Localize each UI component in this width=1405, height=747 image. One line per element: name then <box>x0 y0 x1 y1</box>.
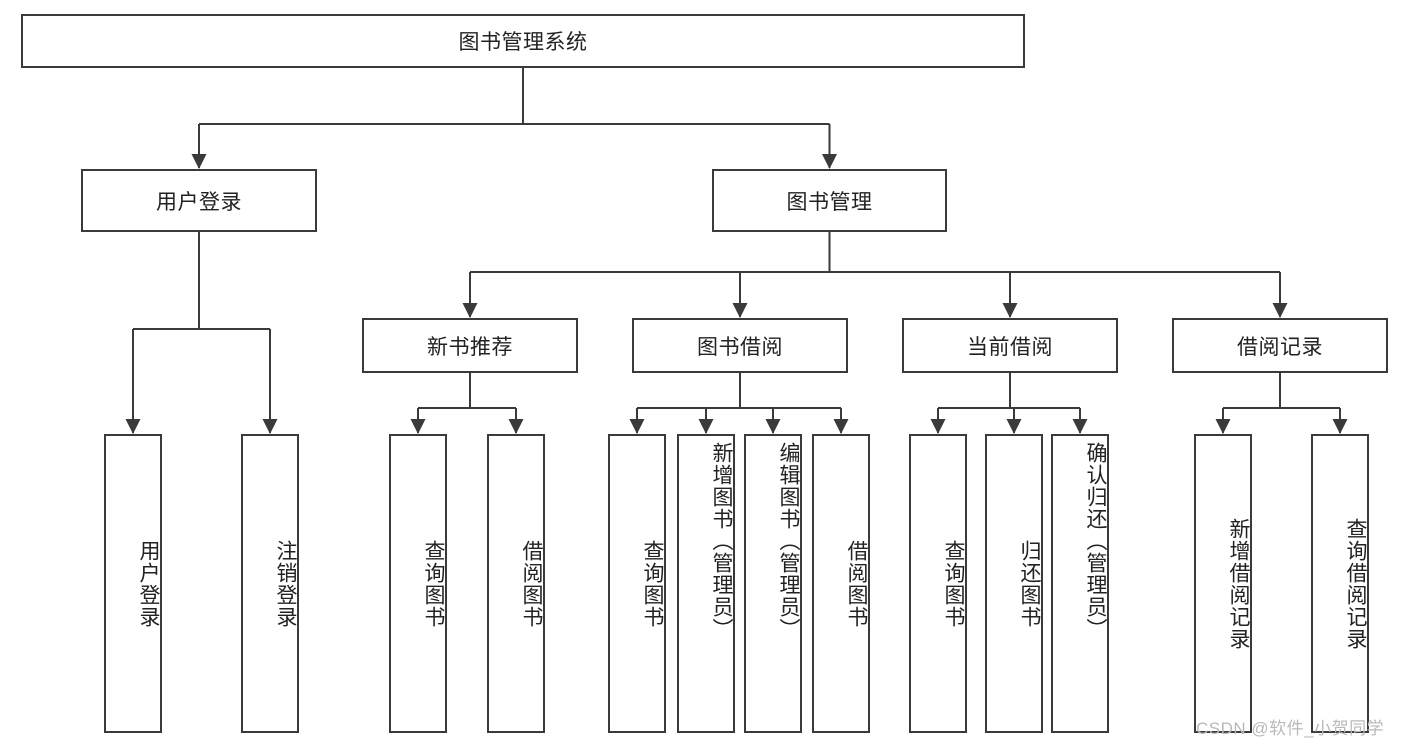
node-root[interactable]: 图书管理系统 <box>21 14 1025 68</box>
node-leaf-query-book-2[interactable]: 查询图书 <box>608 434 666 733</box>
node-book-manage[interactable]: 图书管理 <box>712 169 947 232</box>
node-leaf-user-login[interactable]: 用户登录 <box>104 434 162 733</box>
node-label: 新书推荐 <box>427 335 513 359</box>
node-leaf-confirm-return[interactable]: 确认归还（管理员） <box>1051 434 1109 733</box>
node-label: 编辑图书（管理员） <box>777 442 800 640</box>
node-borrow-record[interactable]: 借阅记录 <box>1172 318 1388 373</box>
node-label: 确认归还（管理员） <box>1084 442 1107 640</box>
node-new-book-rec[interactable]: 新书推荐 <box>362 318 578 373</box>
node-leaf-borrow-book-1[interactable]: 借阅图书 <box>487 434 545 733</box>
node-leaf-query-record[interactable]: 查询借阅记录 <box>1311 434 1369 733</box>
node-label: 查询图书 <box>422 539 445 628</box>
node-leaf-add-book[interactable]: 新增图书（管理员） <box>677 434 735 733</box>
node-label: 查询图书 <box>641 539 664 628</box>
node-label: 查询借阅记录 <box>1344 517 1367 650</box>
node-leaf-return-book[interactable]: 归还图书 <box>985 434 1043 733</box>
node-leaf-query-book-3[interactable]: 查询图书 <box>909 434 967 733</box>
node-label: 归还图书 <box>1018 539 1041 628</box>
node-label: 图书管理系统 <box>458 31 588 54</box>
node-current-borrow[interactable]: 当前借阅 <box>902 318 1118 373</box>
node-leaf-query-book-1[interactable]: 查询图书 <box>389 434 447 733</box>
node-leaf-add-record[interactable]: 新增借阅记录 <box>1194 434 1252 733</box>
node-label: 当前借阅 <box>967 335 1053 359</box>
node-label: 图书管理 <box>786 190 873 214</box>
node-label: 用户登录 <box>156 190 242 214</box>
node-user-login[interactable]: 用户登录 <box>81 169 317 232</box>
node-label: 借阅图书 <box>845 539 868 628</box>
node-label: 新增借阅记录 <box>1227 517 1250 650</box>
node-label: 图书借阅 <box>697 335 783 359</box>
node-label: 借阅记录 <box>1237 335 1323 359</box>
node-leaf-edit-book[interactable]: 编辑图书（管理员） <box>744 434 802 733</box>
node-book-borrow[interactable]: 图书借阅 <box>632 318 848 373</box>
node-leaf-borrow-book-2[interactable]: 借阅图书 <box>812 434 870 733</box>
node-label: 新增图书（管理员） <box>710 442 733 640</box>
node-label: 借阅图书 <box>520 539 543 628</box>
node-label: 用户登录 <box>137 539 160 628</box>
watermark-label: CSDN @软件_小贺同学 <box>1196 719 1385 738</box>
node-label: 注销登录 <box>274 539 297 628</box>
node-label: 查询图书 <box>942 539 965 628</box>
node-leaf-user-logout[interactable]: 注销登录 <box>241 434 299 733</box>
